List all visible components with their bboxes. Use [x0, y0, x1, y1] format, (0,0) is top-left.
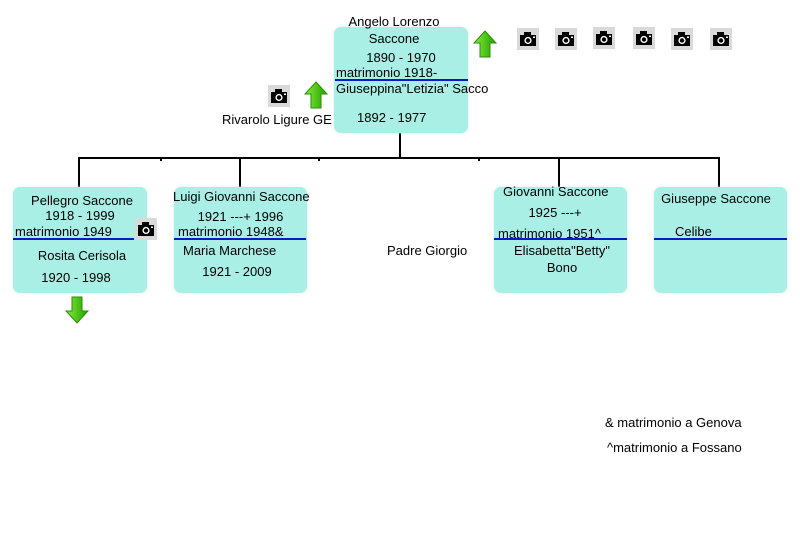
child-spouse-line1: Elisabetta"Betty" [514, 243, 610, 258]
child-box-giovanni[interactable] [494, 187, 627, 293]
child-name: Luigi Giovanni Saccone [173, 189, 310, 204]
tick-mark [478, 157, 480, 161]
child-marriage-line [174, 238, 306, 240]
note-fossano: ^matrimonio a Fossano [607, 440, 742, 455]
child-spouse-dates: 1920 - 1998 [41, 270, 111, 285]
child-spouse-dates: 1921 - 2009 [202, 264, 272, 279]
camera-icon[interactable] [517, 28, 539, 50]
camera-icon[interactable] [633, 27, 655, 49]
camera-icon[interactable] [593, 27, 615, 49]
arrow-up-icon[interactable] [304, 81, 328, 109]
child-box-luigi[interactable] [174, 187, 307, 293]
child-marriage: matrimonio 1948& [178, 224, 284, 239]
child-name: Padre Giorgio [387, 243, 468, 258]
child-spouse: Rosita Cerisola [37, 248, 127, 263]
root-stem-line [399, 133, 401, 158]
child-box-giuseppe[interactable] [654, 187, 787, 293]
child-marriage: matrimonio 1949 [15, 224, 112, 239]
root-spouse: Giuseppina"Letizia" Sacco [336, 81, 489, 96]
child-name: Pellegro Saccone [31, 193, 133, 208]
child-spouse-line2: Bono [546, 260, 578, 275]
root-marriage: matrimonio 1918- [336, 65, 438, 80]
root-marriage-line [335, 79, 468, 81]
camera-icon[interactable] [555, 28, 577, 50]
camera-icon[interactable] [135, 218, 157, 240]
child-spouse: Maria Marchese [183, 243, 277, 258]
camera-icon[interactable] [710, 28, 732, 50]
arrow-up-icon[interactable] [473, 30, 497, 58]
tick-mark [318, 157, 320, 161]
root-name-line1: Angelo Lorenzo [348, 14, 440, 29]
note-genova: & matrimonio a Genova [605, 415, 742, 430]
root-name-line2: Saccone [368, 31, 420, 46]
child-dates: 1921 ---+ 1996 [197, 209, 284, 224]
root-spouse-dates: 1892 - 1977 [357, 110, 427, 125]
camera-icon[interactable] [268, 85, 290, 107]
child-marriage-line [13, 238, 134, 240]
child-stem-pellegro [78, 157, 80, 187]
child-dates: 1918 - 1999 [45, 208, 115, 223]
child-marriage: matrimonio 1951^ [498, 226, 601, 241]
child-box-pellegro[interactable] [13, 187, 147, 293]
sibling-bar-line [78, 157, 720, 159]
root-dates: 1890 - 1970 [366, 50, 436, 65]
child-stem-giuseppe [718, 157, 720, 187]
child-status-line [654, 238, 787, 240]
camera-icon[interactable] [671, 28, 693, 50]
child-marriage-line [494, 238, 627, 240]
child-status: Celibe [675, 224, 712, 239]
child-name: Giovanni Saccone [503, 184, 609, 199]
child-stem-giovanni [558, 157, 560, 187]
root-spouse-place: Rivarolo Ligure GE [222, 112, 332, 127]
child-stem-luigi [239, 157, 241, 187]
child-dates: 1925 ---+ [528, 205, 582, 220]
tick-mark [160, 157, 162, 161]
child-name: Giuseppe Saccone [661, 191, 771, 206]
arrow-down-icon[interactable] [65, 296, 89, 324]
